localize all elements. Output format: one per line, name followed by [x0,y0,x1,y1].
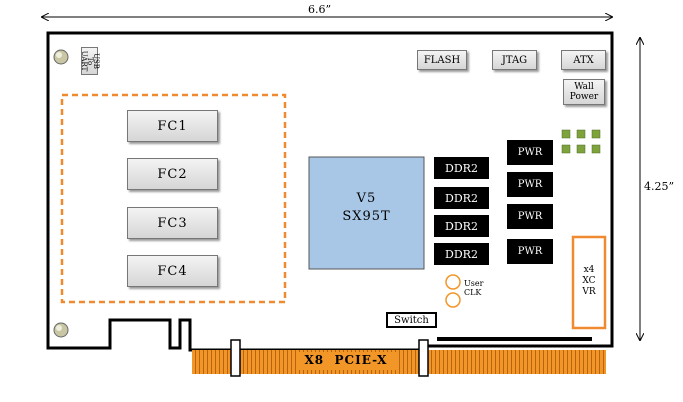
pcie-key-right [418,339,429,377]
pcie-label: X8 PCIE-X [304,353,388,367]
wall-label: Wall [574,82,594,92]
fc1-slot: FC1 [127,110,218,142]
xcvr-region [571,235,607,330]
pcie-fingers-left [192,350,231,374]
switch: Switch [386,312,437,328]
user-clk-circle-top [445,274,461,290]
xcvr-label-x4: x4 [583,265,595,275]
pcie-label-band [296,352,396,370]
atx-connector: ATX [561,50,606,70]
xcvr-label-xc: XC [582,276,596,286]
pwr-block-3: PWR [507,204,553,229]
ddr2-chip-3: DDR2 [434,215,489,237]
jtag-connector: JTAG [492,50,537,70]
xcvr-label: x4 XC VR [573,265,605,298]
fc-region-outline [60,93,287,304]
mounting-hole-top [53,49,69,65]
fpga-block [308,156,425,270]
fpga-label-line2: SX95T [342,209,391,224]
fpga-label-line1: V5 [356,191,377,206]
flash-connector: FLASH [417,50,467,70]
width-dimension-label: 6.6” [308,3,332,16]
pwr-block-2: PWR [507,172,553,197]
pcie-top-strip [437,337,592,341]
fc4-slot: FC4 [127,255,218,287]
user-label: User [464,279,484,288]
mounting-hole-bottom [53,322,69,338]
fc3-slot: FC3 [127,207,218,239]
led-array [561,129,601,154]
pwr-block-4: PWR [507,239,553,264]
clk-label: CLK [464,288,482,297]
fpga-label: V5 SX95T [309,190,424,226]
usb-uart-connector: USB To UART [79,47,100,75]
user-clk-label: User CLK [464,279,483,297]
ddr2-chip-2: DDR2 [434,187,489,209]
pcie-key-left [230,339,241,377]
xcvr-label-vr: VR [582,287,596,297]
ddr2-chip-1: DDR2 [434,157,489,179]
wall-power-connector: Wall Power [563,79,605,105]
ddr2-chip-4: DDR2 [434,243,489,265]
power-label: Power [569,92,599,102]
fc2-slot: FC2 [127,158,218,190]
height-dimension-label: 4.25” [644,180,675,193]
pwr-block-1: PWR [507,140,553,165]
uart-label: UART [79,50,88,72]
user-clk-circle-bottom [445,292,461,308]
